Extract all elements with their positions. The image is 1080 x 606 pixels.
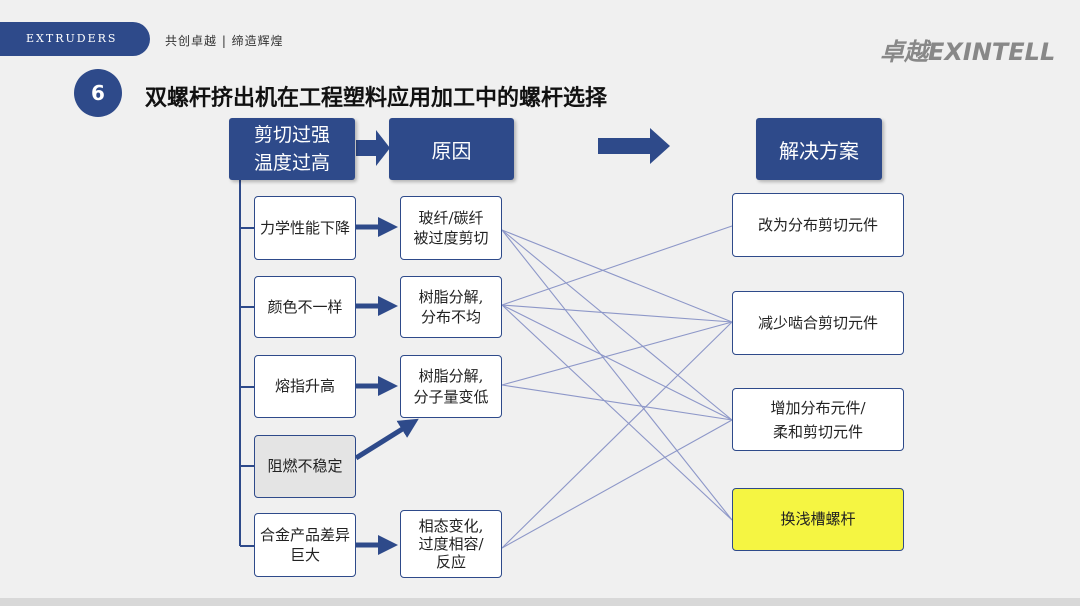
cause-box-4: 相态变化, 过度相容/ 反应 [400, 510, 502, 578]
problem-header: 剪切过强 温度过高 [229, 118, 355, 180]
cause-header: 原因 [389, 118, 514, 180]
solution-box-4: 换浅槽螺杆 [732, 488, 904, 551]
symptom-box-2: 颜色不一样 [254, 276, 356, 338]
cause-box-1: 玻纤/碳纤 被过度剪切 [400, 196, 502, 260]
bottom-strip [0, 598, 1080, 606]
arrow-problem-to-cause [356, 130, 390, 166]
solution-box-2: 减少啮合剪切元件 [732, 291, 904, 355]
symptom-box-4: 阻燃不稳定 [254, 435, 356, 498]
solution-box-1: 改为分布剪切元件 [732, 193, 904, 257]
symptom-box-5: 合金产品差异巨大 [254, 513, 356, 577]
slogan: 共创卓越 | 缔造辉煌 [165, 34, 284, 48]
cause-box-3: 树脂分解, 分子量变低 [400, 355, 502, 418]
solution-header: 解决方案 [756, 118, 882, 180]
symptom-box-3: 熔指升高 [254, 355, 356, 418]
company-logo: 卓越EXINTELL [880, 38, 1056, 66]
arrow-symptom-4 [354, 418, 419, 461]
cause-solution-lines [501, 225, 733, 549]
cause-box-2: 树脂分解, 分布不均 [400, 276, 502, 338]
section-number: 6 [74, 69, 122, 117]
symptom-box-1: 力学性能下降 [254, 196, 356, 260]
solution-box-3: 增加分布元件/ 柔和剪切元件 [732, 388, 904, 451]
arrow-cause-to-solution [598, 128, 670, 164]
page-title: 双螺杆挤出机在工程塑料应用加工中的螺杆选择 [145, 86, 608, 111]
brand-tab: EXTRUDERS [0, 22, 150, 56]
